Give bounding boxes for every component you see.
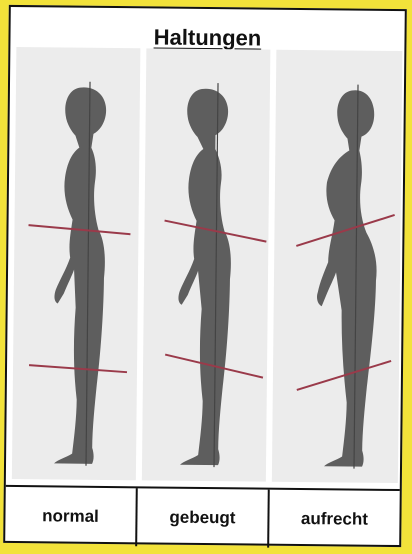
diagram-card: Haltungen normal gebeugt (3, 5, 407, 547)
posture-figures (5, 7, 409, 549)
label-gebeugt: gebeugt (135, 488, 268, 547)
posture-labels: normal gebeugt aufrecht (5, 485, 400, 549)
label-normal: normal (5, 487, 136, 546)
label-aufrecht: aufrecht (267, 490, 400, 549)
